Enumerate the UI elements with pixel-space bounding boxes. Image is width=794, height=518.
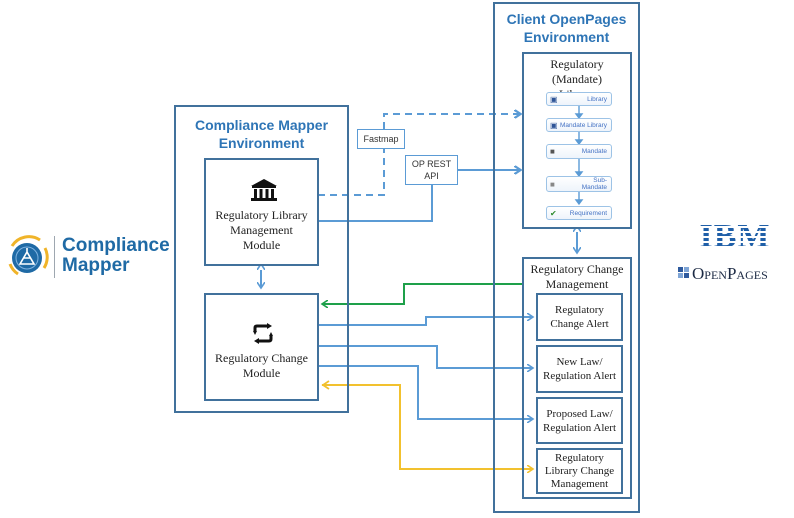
green-feedback-link [322, 283, 522, 304]
library-step[interactable]: ▣ Library [546, 92, 612, 106]
requirement-step[interactable]: ✔ Requirement [546, 206, 612, 220]
mandate-step[interactable]: ■ Mandate [546, 144, 612, 159]
op-rest-api-line-1: OP REST [411, 159, 452, 169]
link-to-change-alert [318, 317, 533, 326]
change-mgmt-title-line-1: Regulatory Change [530, 262, 624, 276]
logo-divider [54, 236, 55, 278]
new-law-regulation-alert[interactable]: New Law/ Regulation Alert [536, 345, 623, 393]
regulatory-library-management-module[interactable]: Regulatory Library Management Module [204, 158, 319, 266]
rlmm-label-line-1: Regulatory Library [215, 208, 308, 222]
change-mgmt-title-line-2: Management [545, 277, 609, 291]
hierarchy-icon: ▣ [550, 120, 558, 130]
env-title-line-1: Compliance Mapper [194, 117, 329, 133]
regulatory-change-alert[interactable]: Regulatory Change Alert [536, 293, 623, 341]
tombstone-icon: ■ [550, 147, 555, 156]
rlmm-label-line-2: Management [230, 223, 293, 237]
op-rest-api-link [318, 184, 433, 222]
refresh-icon [253, 323, 273, 344]
client-env-title-line-1: Client OpenPages [506, 11, 627, 27]
compliance-mapper-emblem-icon [8, 235, 49, 276]
regulatory-mandate-library[interactable]: Regulatory (Mandate) Library ▣ Library ▣… [522, 52, 632, 229]
tombstone-sub-icon: ■ [550, 179, 555, 189]
change-mgmt-title: Regulatory Change Management [524, 262, 630, 292]
fastmap-box[interactable]: Fastmap [357, 129, 405, 149]
openpages-grid-icon [678, 267, 690, 279]
sub-mandate-step-label: Sub- Mandate [581, 177, 607, 191]
proposed-law-regulation-alert[interactable]: Proposed Law/ Regulation Alert [536, 397, 623, 444]
openpages-wordmark: OpenPages [692, 264, 768, 283]
op-rest-api-line-2: API [424, 171, 439, 181]
rcm-label-line-2: Module [242, 366, 281, 380]
mandate-library-step-label: Mandate Library [560, 121, 607, 129]
rca-line-1: Regulatory [555, 304, 604, 316]
regulatory-change-module[interactable]: Regulatory Change Module [204, 293, 319, 401]
compliance-mapper-env-title: Compliance Mapper Environment [174, 116, 349, 152]
rcm-label-line-1: Regulatory Change [215, 351, 308, 365]
regulatory-library-change-management[interactable]: Regulatory Library Change Management [536, 448, 623, 494]
nla-line-1: New Law/ [556, 356, 603, 368]
env-title-line-2: Environment [218, 135, 305, 151]
ibm-openpages-logo: IBM OpenPages [676, 214, 794, 290]
regulatory-change-management[interactable]: Regulatory Change Management [522, 257, 632, 499]
library-flow-arrows [574, 106, 584, 206]
sub-mandate-step[interactable]: ■ Sub- Mandate [546, 176, 612, 192]
ibm-wordmark: IBM [690, 218, 780, 256]
rca-line-2: Change Alert [550, 318, 609, 330]
bank-icon [251, 179, 277, 201]
mandate-step-label: Mandate [581, 148, 607, 155]
client-openpages-environment [493, 2, 640, 513]
yellow-library-change-link [322, 384, 533, 469]
nla-line-2: Regulation Alert [542, 370, 616, 382]
op-rest-api-box[interactable]: OP REST API [405, 155, 458, 185]
rcm-label: Regulatory Change Module [206, 351, 317, 381]
link-to-new-law-alert [318, 345, 533, 368]
requirement-step-label: Requirement [569, 209, 607, 217]
rlcm-line-1: Regulatory [555, 451, 604, 464]
rlmm-label: Regulatory Library Management Module [206, 208, 317, 253]
client-openpages-env-title: Client OpenPages Environment [493, 10, 640, 46]
logo-line-1: Compliance [62, 235, 170, 256]
pla-line-2: Regulation Alert [542, 421, 616, 434]
logo-line-2: Mapper [62, 255, 130, 276]
yellow-arrowhead-left [321, 380, 330, 390]
checkmark-icon: ✔ [550, 208, 557, 218]
compliance-mapper-environment [174, 105, 349, 413]
client-env-title-line-2: Environment [523, 29, 610, 45]
mandate-library-step[interactable]: ▣ Mandate Library [546, 118, 612, 132]
rlmm-label-line-3: Module [242, 238, 281, 252]
library-step-label: Library [587, 95, 607, 103]
compliance-mapper-wordmark: Compliance Mapper [62, 236, 170, 276]
pla-line-1: Proposed Law/ [546, 407, 613, 420]
rlcm-line-3: Management [550, 477, 609, 490]
hierarchy-icon: ▣ [550, 94, 558, 104]
link-to-proposed-law-alert [318, 365, 533, 419]
rlcm-line-2: Library Change [544, 464, 615, 477]
library-title-line-1: Regulatory (Mandate) [550, 57, 604, 86]
compliance-mapper-logo: Compliance Mapper [4, 232, 170, 282]
